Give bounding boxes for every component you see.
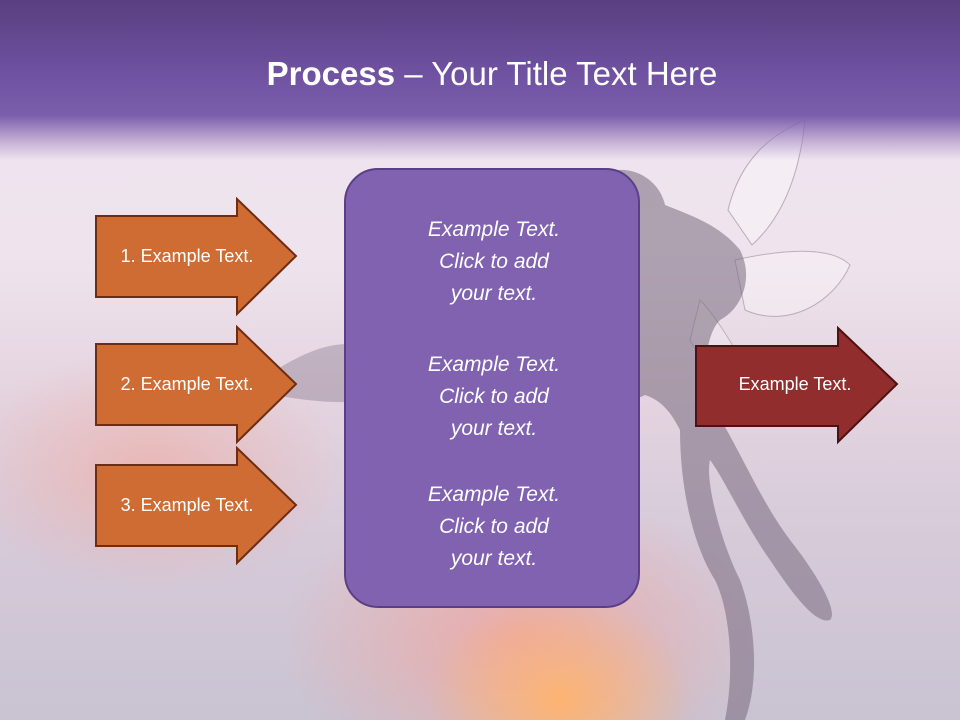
- step-arrow-3-label: 3. Example Text.: [120, 494, 254, 515]
- step-arrow-1-shape: [95, 197, 298, 317]
- panel-text-block-1: Example Text. Click to add your text.: [346, 214, 642, 310]
- title-bold: Process: [266, 55, 396, 92]
- step-arrow-2-shape: [95, 325, 298, 445]
- panel-block-1-line-2: Click to add: [439, 250, 549, 273]
- step-arrow-3-shape: [95, 446, 298, 566]
- panel-block-1-line-1: Example Text.: [427, 218, 561, 241]
- step-arrow-1-label: 1. Example Text.: [120, 245, 254, 266]
- panel-block-2-line-2: Click to add: [439, 385, 549, 408]
- panel-block-3-line-1: Example Text.: [427, 483, 561, 506]
- panel-block-2-line-3: your text.: [450, 417, 538, 440]
- step-arrow-1[interactable]: [94, 197, 300, 317]
- center-text-panel[interactable]: Example Text. Click to add your text. Ex…: [344, 168, 640, 608]
- title-bar: [0, 0, 960, 160]
- panel-block-1-line-3: your text.: [450, 282, 538, 305]
- panel-text-block-2: Example Text. Click to add your text.: [346, 349, 642, 445]
- result-arrow[interactable]: [694, 326, 900, 446]
- title-rest: – Your Title Text Here: [395, 55, 718, 92]
- panel-block-2-line-1: Example Text.: [427, 353, 561, 376]
- result-arrow-shape: [695, 326, 899, 445]
- panel-text-block-3: Example Text. Click to add your text.: [346, 479, 642, 575]
- result-arrow-label: Example Text.: [738, 373, 852, 394]
- step-arrow-2[interactable]: [94, 325, 300, 445]
- panel-block-3-line-3: your text.: [450, 547, 538, 570]
- step-arrow-3[interactable]: [94, 446, 300, 566]
- step-arrow-2-label: 2. Example Text.: [120, 373, 254, 394]
- panel-block-3-line-2: Click to add: [439, 515, 549, 538]
- slide-title[interactable]: Process – Your Title Text Here: [0, 52, 960, 96]
